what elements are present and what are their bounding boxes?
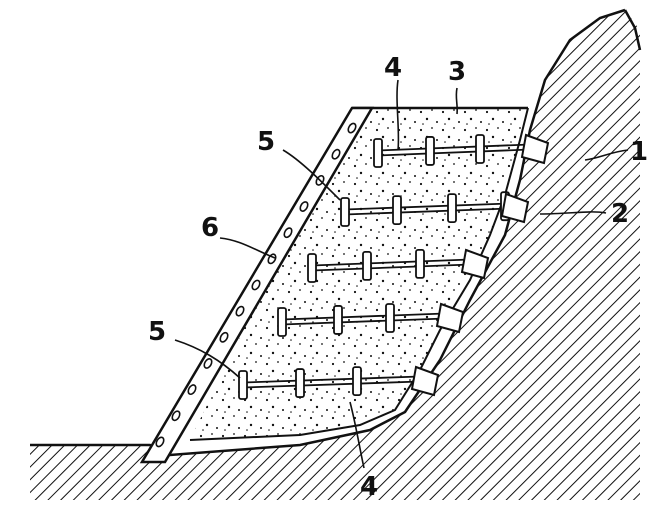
label-1: 1 — [630, 137, 648, 167]
facing-hole — [187, 384, 197, 396]
facing-hole — [171, 410, 181, 422]
bearing-plate — [352, 366, 362, 397]
leader-4-bottom — [349, 401, 365, 469]
bearing-plate — [392, 195, 402, 226]
bearing-plate — [362, 251, 372, 281]
facing-hole — [267, 253, 277, 265]
callouts: 1 2 3 4 4 5 5 6 — [148, 53, 648, 502]
leader-1 — [584, 149, 629, 161]
bearing-plate — [238, 370, 248, 400]
facing-holes — [155, 122, 357, 448]
leader-6 — [219, 237, 276, 259]
facing-hole — [219, 331, 229, 343]
facing-hole — [347, 122, 357, 134]
tie-rod — [281, 317, 446, 326]
bearing-plate — [385, 303, 395, 333]
leader-5-top — [282, 149, 341, 201]
leader-3 — [455, 87, 459, 115]
leader-2 — [539, 211, 607, 215]
tie-rod — [377, 143, 531, 152]
bearing-plate — [277, 307, 287, 337]
label-3: 3 — [448, 57, 466, 87]
tie-rod — [242, 380, 421, 389]
fill-slope-boundary — [189, 107, 529, 441]
facing-hole — [155, 436, 165, 448]
facing-panel — [139, 106, 375, 464]
bearing-plate — [373, 138, 383, 168]
bearing-plate — [340, 197, 350, 227]
reinforced-fill — [189, 106, 529, 441]
label-5-top: 5 — [257, 127, 275, 157]
anchor-head — [460, 248, 490, 280]
tie-rod — [377, 148, 531, 157]
tie-rod — [344, 202, 511, 211]
label-6: 6 — [201, 213, 219, 243]
anchor-head — [500, 192, 530, 224]
anchor-head — [435, 302, 465, 334]
bearing-plate — [425, 136, 435, 166]
tie-rod — [311, 258, 471, 267]
anchor-row — [277, 302, 465, 337]
tie-rod — [344, 207, 511, 216]
anchor-row — [373, 133, 550, 168]
label-4-top: 4 — [384, 53, 402, 83]
tie-rod — [281, 312, 446, 321]
facing-hole — [251, 279, 261, 291]
anchor-rows — [238, 133, 550, 400]
anchor-row — [238, 365, 440, 400]
label-4-bottom: 4 — [360, 472, 378, 502]
bearing-plate — [295, 368, 305, 398]
facing-hole — [203, 358, 213, 369]
natural-ground — [30, 8, 642, 500]
bearing-plate — [415, 248, 425, 279]
leader-lines — [174, 79, 629, 469]
label-2: 2 — [611, 199, 629, 229]
bearing-plate — [307, 253, 317, 283]
facing-hole — [283, 227, 293, 239]
anchor-head — [410, 365, 440, 397]
tie-rod — [311, 263, 471, 272]
bedrock-outline — [623, 9, 642, 51]
bearing-plate — [447, 193, 457, 224]
leader-4-top — [396, 79, 400, 151]
leader-5-bottom — [174, 339, 241, 379]
ground-surface-line — [30, 8, 626, 457]
anchor-row — [340, 191, 530, 227]
facing-hole — [235, 305, 245, 317]
anchor-row — [307, 248, 490, 283]
tie-rod — [242, 375, 421, 384]
bearing-plate — [475, 134, 485, 164]
label-5-bottom: 5 — [148, 317, 166, 347]
facing-hole — [331, 148, 341, 160]
anchor-head — [520, 133, 550, 165]
facing-hole — [299, 201, 309, 212]
bearing-plate — [333, 305, 343, 335]
